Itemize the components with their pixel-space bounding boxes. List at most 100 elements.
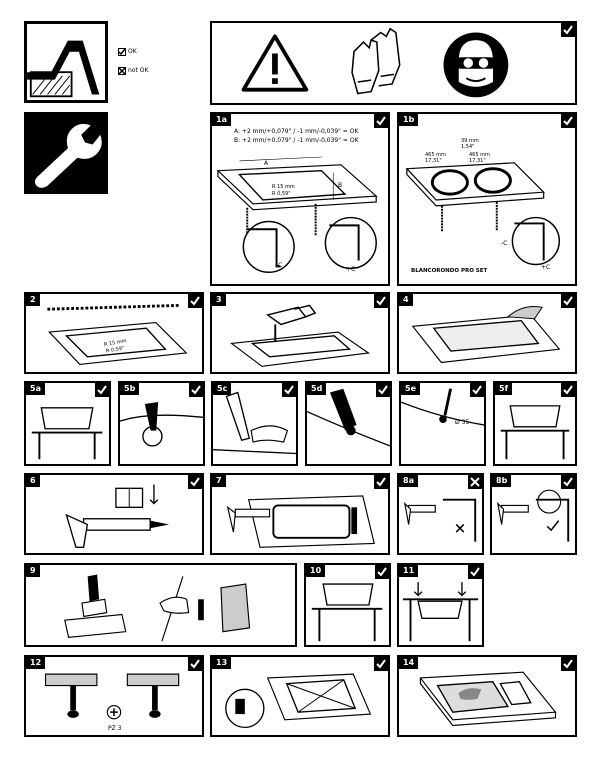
sealant-gun-drawing bbox=[65, 484, 170, 548]
check-badge-icon bbox=[561, 294, 575, 308]
dim-465a-inch-label: 17,31" bbox=[425, 158, 442, 164]
radius-label: R 15 mm bbox=[272, 184, 295, 190]
step-8b-panel: 8b bbox=[490, 473, 577, 555]
step-5a-panel: 5a bbox=[24, 381, 111, 466]
check-badge-icon bbox=[282, 383, 296, 397]
clip-mounting-drawing bbox=[64, 574, 251, 642]
check-badge-icon bbox=[376, 383, 390, 397]
step-number: 8a bbox=[399, 475, 418, 487]
legend-not-ok: not OK bbox=[118, 66, 148, 75]
dim-465a-label: 465 mm bbox=[425, 152, 446, 158]
jigsaw-cutting-drawing bbox=[230, 304, 371, 367]
legend-ok-label: OK bbox=[128, 48, 137, 55]
warning-triangle-icon bbox=[241, 34, 309, 92]
legend-pictogram bbox=[24, 21, 108, 103]
check-badge-icon bbox=[374, 657, 388, 671]
dim-465b-label: 465 mm bbox=[469, 152, 490, 158]
correct-sealing-drawing bbox=[496, 489, 570, 542]
step-number: 5a bbox=[26, 383, 45, 395]
step-number: 13 bbox=[212, 657, 232, 669]
dim-39-label: 39 mm bbox=[461, 138, 479, 144]
check-badge-icon bbox=[189, 383, 203, 397]
double-bowl-cutout-diagram bbox=[405, 162, 561, 266]
step-5c-panel: 5c bbox=[211, 381, 298, 466]
tools-panel bbox=[24, 112, 108, 194]
step-3-panel: 3 bbox=[210, 292, 390, 374]
sink-lowered-drawing bbox=[31, 407, 103, 460]
crossed-box-icon bbox=[118, 66, 126, 75]
check-badge-icon bbox=[470, 383, 484, 397]
dim-39-inch-label: 1,54" bbox=[461, 144, 475, 150]
check-badge-icon bbox=[561, 475, 575, 489]
checked-box-icon bbox=[118, 47, 126, 56]
screw-tightening-drawing bbox=[44, 673, 180, 720]
template-placement-drawing bbox=[47, 303, 188, 365]
hole-diameter-drawing bbox=[401, 388, 484, 426]
check-badge-icon bbox=[374, 294, 388, 308]
drilling-drawing bbox=[213, 391, 296, 455]
step-number: 8b bbox=[492, 475, 512, 487]
minus-c-label: -C bbox=[501, 240, 508, 247]
step-number: 10 bbox=[306, 565, 326, 577]
step-6-panel: 6 bbox=[24, 473, 204, 555]
step-number: 2 bbox=[26, 294, 40, 306]
check-badge-icon bbox=[561, 657, 575, 671]
sink-setting-drawing bbox=[311, 583, 383, 642]
check-badge-icon bbox=[188, 475, 202, 489]
step-5d-panel: 5d bbox=[305, 381, 392, 466]
plus-c-label: +C bbox=[541, 264, 551, 271]
jigsaw-icon bbox=[265, 304, 317, 342]
step-number: 3 bbox=[212, 294, 226, 306]
check-badge-icon bbox=[468, 565, 482, 579]
phillips-screwdriver-icon bbox=[106, 704, 122, 720]
check-badge-icon bbox=[375, 565, 389, 579]
finished-sink-drawing bbox=[419, 671, 557, 727]
sealant-application-drawing bbox=[226, 495, 375, 548]
dim-a-label: A bbox=[264, 160, 269, 167]
safety-panel bbox=[210, 21, 577, 105]
legend-not-ok-label: not OK bbox=[128, 67, 149, 74]
step-1a-panel: 1a A: +2 mm/+0,079" / -1 mm/-0,039" = OK… bbox=[210, 112, 390, 286]
check-badge-icon bbox=[374, 114, 388, 128]
wrong-sealing-drawing bbox=[403, 498, 477, 542]
step-2-panel: 2 R 15 mm R 0,59" bbox=[24, 292, 204, 374]
step-5e-panel: 5e Ø 35 bbox=[399, 381, 486, 466]
marking-drawing bbox=[120, 402, 203, 447]
step-14-panel: 14 bbox=[397, 655, 577, 737]
step-number: 14 bbox=[399, 657, 419, 669]
not-ok-badge-icon bbox=[468, 475, 482, 489]
step-number: 1b bbox=[399, 114, 419, 126]
sink-pressing-drawing bbox=[402, 582, 479, 642]
check-badge-icon bbox=[561, 23, 575, 37]
corner-edge-illustration bbox=[27, 40, 100, 98]
step-number: 12 bbox=[26, 657, 46, 669]
step-12-panel: 12 PZ 3 bbox=[24, 655, 204, 737]
dim-b-label: B bbox=[338, 182, 343, 189]
sink-raised-drawing bbox=[500, 405, 570, 460]
gloves-icon bbox=[351, 27, 401, 95]
step-11-panel: 11 bbox=[397, 563, 484, 647]
countertop-cutout-diagram bbox=[216, 156, 378, 274]
step-13-panel: 13 bbox=[210, 655, 390, 737]
step-number: 9 bbox=[26, 565, 40, 577]
step-10-panel: 10 bbox=[304, 563, 391, 647]
wrench-icon bbox=[34, 123, 102, 188]
check-badge-icon bbox=[188, 657, 202, 671]
step-9-panel: 9 bbox=[24, 563, 297, 647]
screwdriver-label: PZ 3 bbox=[108, 725, 122, 732]
step-number: 1a bbox=[212, 114, 231, 126]
radius-inch-label: R 0,59" bbox=[272, 191, 291, 197]
check-badge-icon bbox=[188, 294, 202, 308]
check-badge-icon bbox=[374, 475, 388, 489]
product-name: BLANCORONDO PRO SET bbox=[411, 268, 488, 274]
clip-pattern-drawing bbox=[225, 673, 372, 729]
tolerance-a: A: +2 mm/+0,079" / -1 mm/-0,039" = OK bbox=[234, 128, 359, 135]
legend-ok: OK bbox=[118, 47, 137, 56]
step-7-panel: 7 bbox=[210, 473, 390, 555]
minus-c-label: -C bbox=[276, 262, 283, 269]
step-number: 5f bbox=[495, 383, 513, 395]
check-badge-icon bbox=[561, 383, 575, 397]
tapping-drawing bbox=[307, 388, 390, 447]
step-number: 5e bbox=[401, 383, 420, 395]
tolerance-b: B: +2 mm/+0,079" / -1 mm/-0,039" = OK bbox=[234, 137, 359, 144]
